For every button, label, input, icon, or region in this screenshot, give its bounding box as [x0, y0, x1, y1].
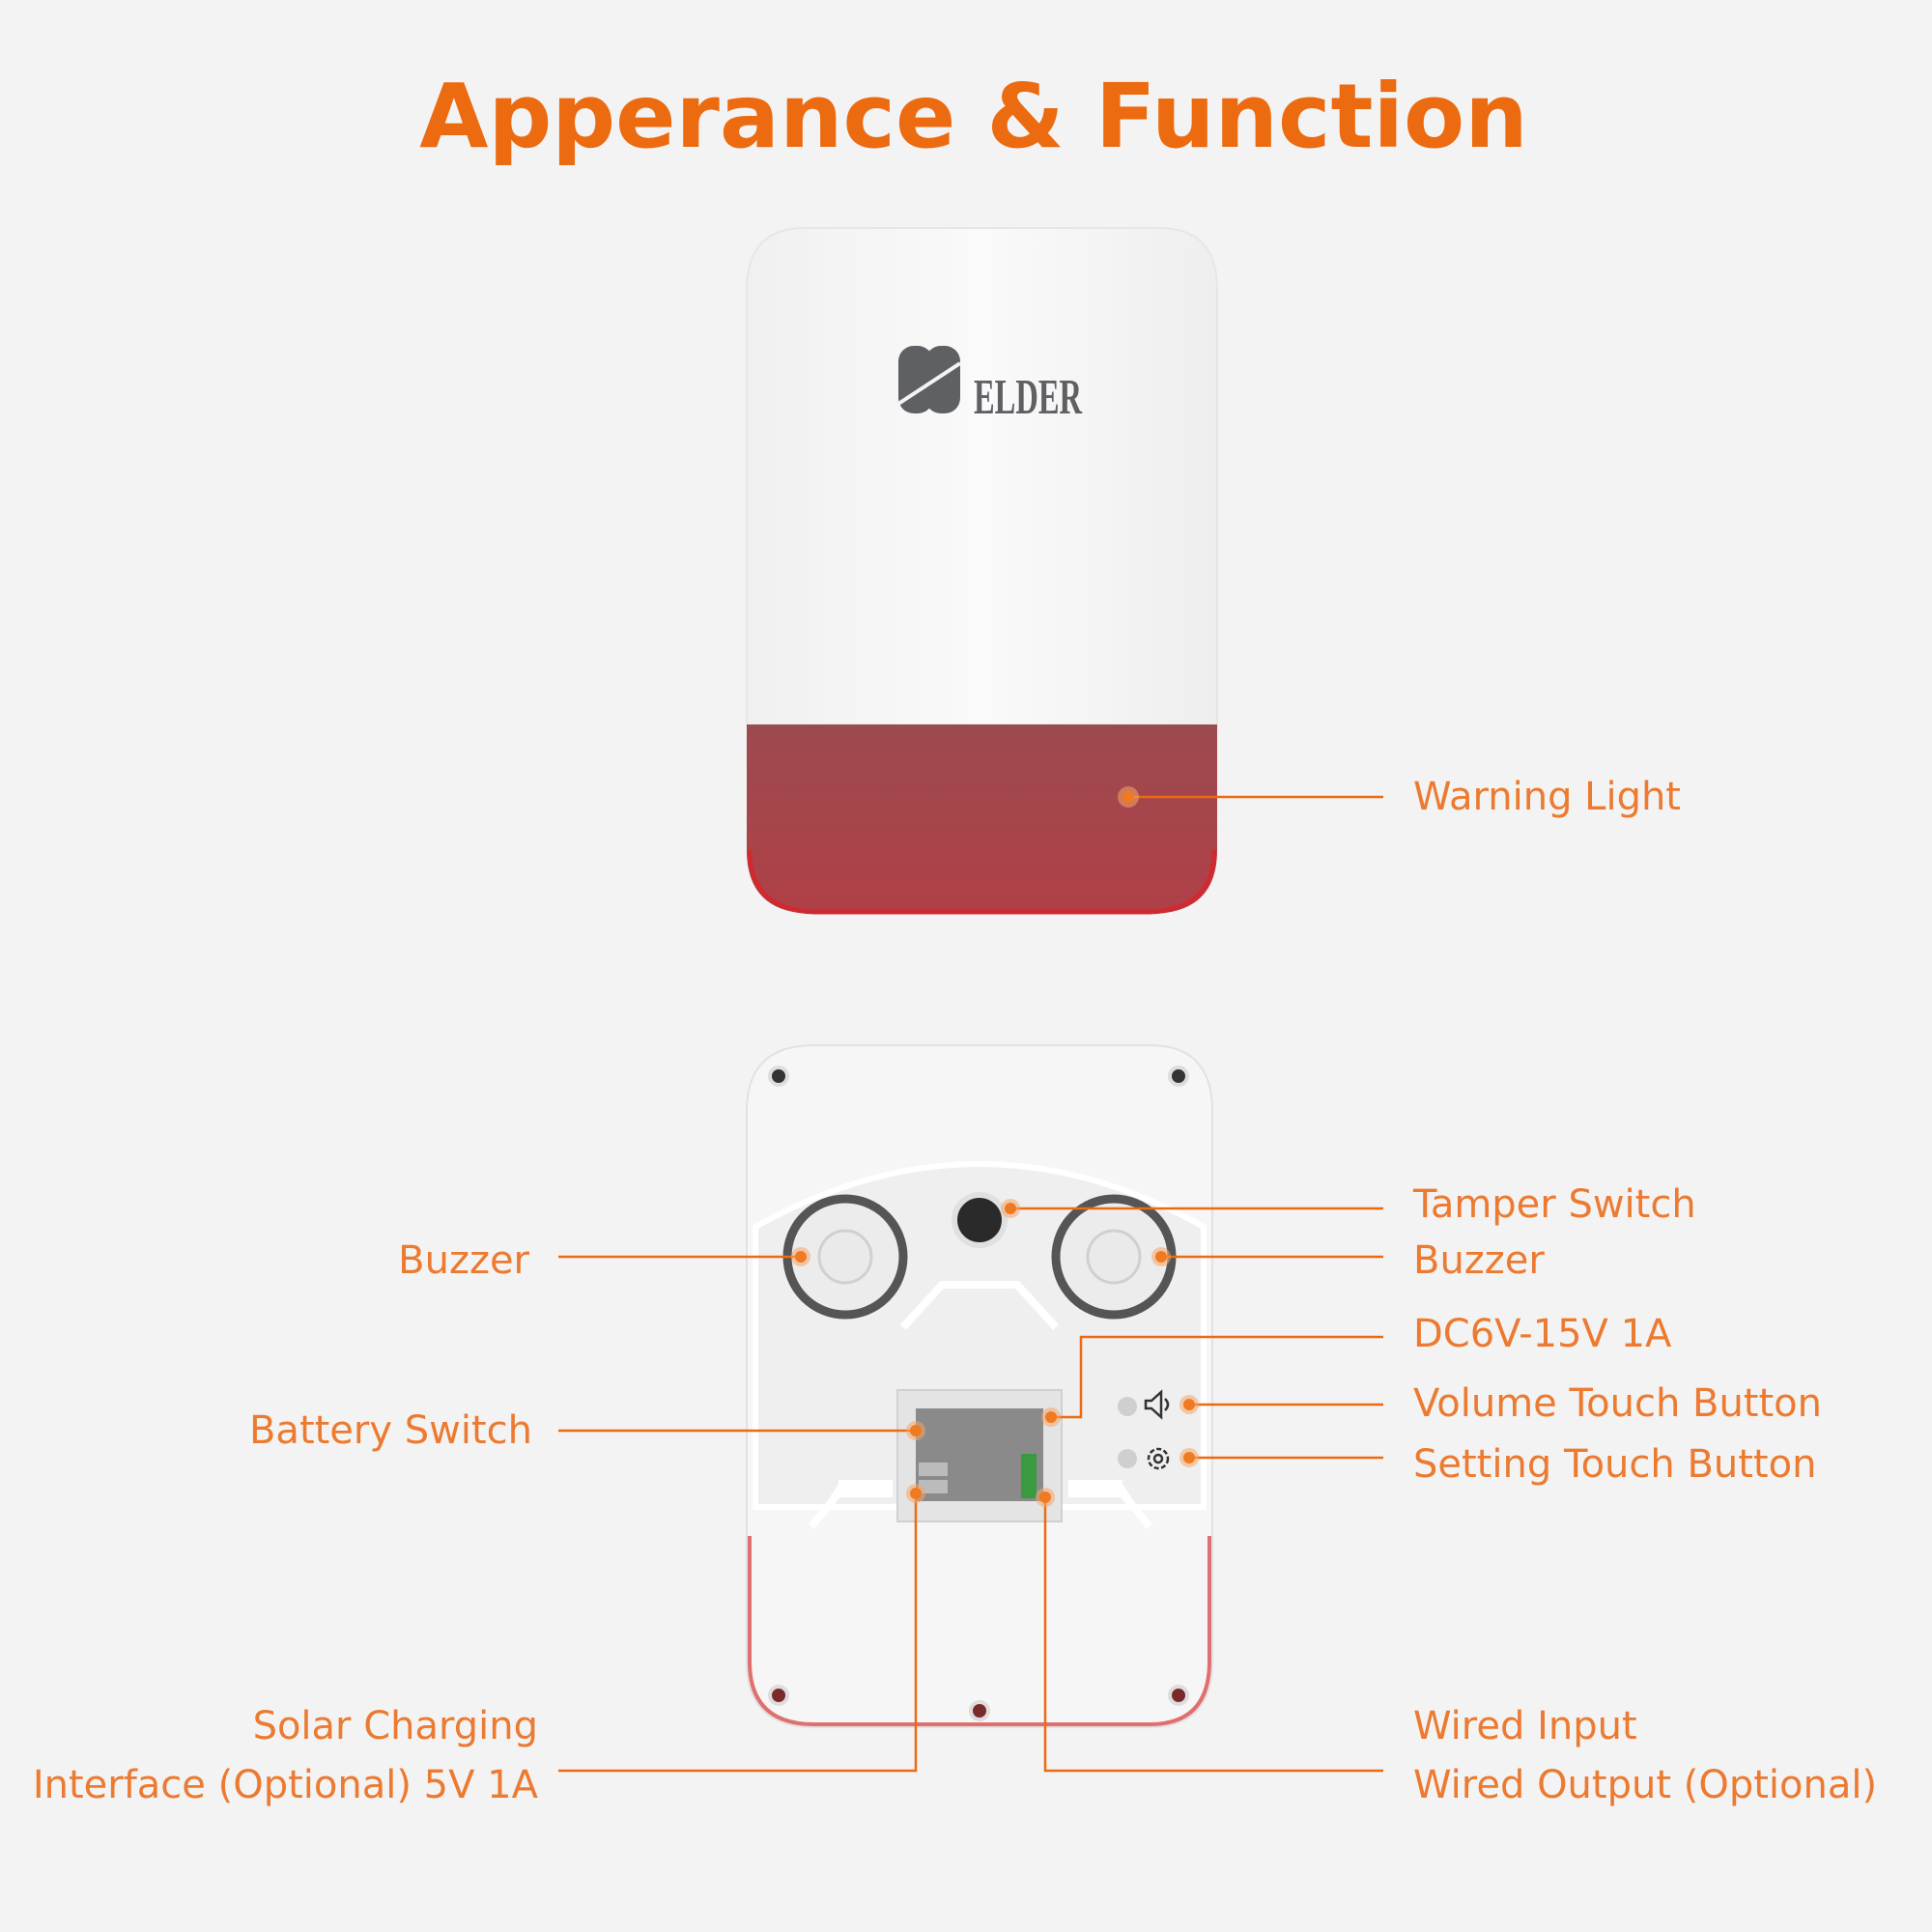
setting-touch-pad — [1118, 1449, 1137, 1468]
label-solar-line1: Solar Charging — [253, 1704, 538, 1748]
label-tamper-switch: Tamper Switch — [1412, 1182, 1696, 1227]
label-battery-switch: Battery Switch — [249, 1408, 532, 1453]
label-dc-input: DC6V-15V 1A — [1413, 1312, 1672, 1356]
back-device — [746, 1044, 1213, 1728]
tamper-switch — [952, 1192, 1008, 1248]
speaker-icon — [1144, 1389, 1170, 1420]
label-setting-button: Setting Touch Button — [1413, 1442, 1816, 1487]
label-solar-line2: Interface (Optional) 5V 1A — [33, 1763, 539, 1807]
label-buzzer-left: Buzzer — [398, 1238, 529, 1283]
warning-light-marker — [1122, 791, 1134, 803]
page-title: Apperance & Function — [419, 65, 1527, 168]
brand-logo: ELDER — [896, 346, 1083, 425]
callout-markers — [791, 1199, 1199, 1507]
label-volume-button: Volume Touch Button — [1413, 1381, 1822, 1426]
terminal-compartment — [896, 1389, 1063, 1522]
logo-text: ELDER — [974, 370, 1083, 425]
label-wired-output: Wired Output (Optional) — [1413, 1763, 1877, 1807]
label-wired-input: Wired Input — [1413, 1704, 1637, 1748]
volume-touch-pad — [1118, 1397, 1137, 1416]
front-device: ELDER — [746, 227, 1218, 915]
label-warning-light: Warning Light — [1413, 775, 1681, 819]
screw-holes — [768, 1065, 1189, 1721]
label-buzzer-right: Buzzer — [1413, 1238, 1545, 1283]
gear-icon — [1147, 1447, 1170, 1470]
